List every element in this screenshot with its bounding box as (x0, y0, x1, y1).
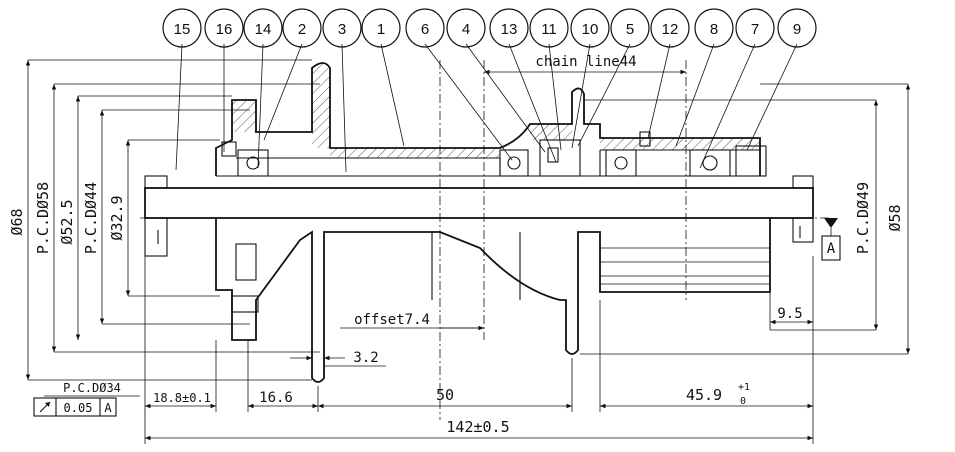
dim-45-9-tol-plus: +1 (738, 382, 750, 393)
dim-16-6: 16.6 (259, 390, 293, 406)
bottom-dims (144, 256, 814, 444)
callout-number: 6 (421, 21, 429, 38)
dim-pcd58: P.C.DØ58 (34, 182, 52, 254)
dim-d68: Ø68 (8, 208, 26, 235)
dim-45-9-tol-minus: 0 (740, 396, 746, 407)
dim-3-2: 3.2 (353, 350, 378, 366)
dim-18-8: 18.8±0.1 (153, 391, 211, 405)
callout-number: 13 (501, 21, 518, 38)
chain-line-label: chain line44 (535, 54, 636, 70)
callout-number: 16 (216, 21, 233, 38)
dim-overall: 142±0.5 (446, 418, 509, 436)
callout-bubble (446, 8, 486, 48)
callout-bubble (489, 8, 529, 48)
tolerance-frame (33, 397, 117, 417)
callout-number: 4 (462, 21, 470, 38)
dim-d32-9: Ø32.9 (108, 195, 126, 240)
datum-label: A (827, 241, 836, 257)
bearings (221, 131, 767, 177)
offset-label: offset7.4 (354, 312, 430, 328)
callout-number: 3 (338, 21, 346, 38)
callout-number: 12 (662, 21, 679, 38)
callout-number: 1 (377, 21, 385, 38)
axle (144, 175, 814, 257)
callout-bubble (777, 8, 817, 48)
dim-9-5: 9.5 (777, 306, 802, 322)
hub-body-section (215, 62, 761, 177)
callout-number: 7 (751, 21, 759, 38)
callout-bubble (282, 8, 322, 48)
dim-pcd49: P.C.DØ49 (854, 182, 872, 254)
dim-d58: Ø58 (886, 204, 904, 231)
callout-number: 8 (710, 21, 718, 38)
callout-number: 9 (793, 21, 801, 38)
dim-d52-5: Ø52.5 (58, 199, 76, 244)
callout-bubble (405, 8, 445, 48)
hub-body-exterior (215, 218, 771, 383)
tol-value: 0.05 (64, 401, 93, 415)
callout-bubble (735, 8, 775, 48)
callout-number: 15 (174, 21, 191, 38)
tol-datum: A (104, 401, 112, 415)
callout-bubble (361, 8, 401, 48)
callout-number: 2 (298, 21, 306, 38)
callout-bubble (570, 8, 610, 48)
callout-number: 10 (582, 21, 599, 38)
callout-bubble (694, 8, 734, 48)
dim-pcd44: P.C.DØ44 (82, 182, 100, 254)
callout-bubble (610, 8, 650, 48)
leader-lines (175, 43, 798, 173)
callout-bubble (650, 8, 690, 48)
diameter-dims-right (580, 83, 911, 355)
datum-a (821, 218, 841, 261)
dim-pcd34: P.C.DØ34 (63, 381, 121, 395)
dim-50: 50 (436, 386, 454, 404)
callout-number: 5 (626, 21, 634, 38)
diameter-dims-left (25, 59, 320, 381)
callout-number: 11 (541, 21, 557, 38)
dim-45-9: 45.9 (686, 386, 722, 404)
small-dims (290, 256, 814, 367)
callout-number: 14 (255, 21, 272, 38)
